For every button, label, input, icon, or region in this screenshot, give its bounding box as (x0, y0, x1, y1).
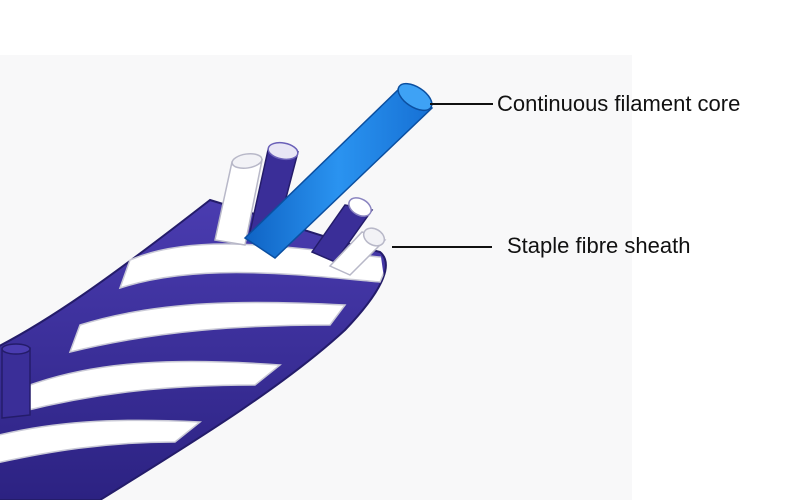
twisted-sheath-body (0, 198, 387, 500)
white-sheath-strands (0, 243, 385, 469)
core-label: Continuous filament core (497, 91, 741, 116)
sheath-label: Staple fibre sheath (507, 233, 691, 258)
filament-core (243, 82, 434, 259)
protruding-fibres (1, 141, 387, 419)
